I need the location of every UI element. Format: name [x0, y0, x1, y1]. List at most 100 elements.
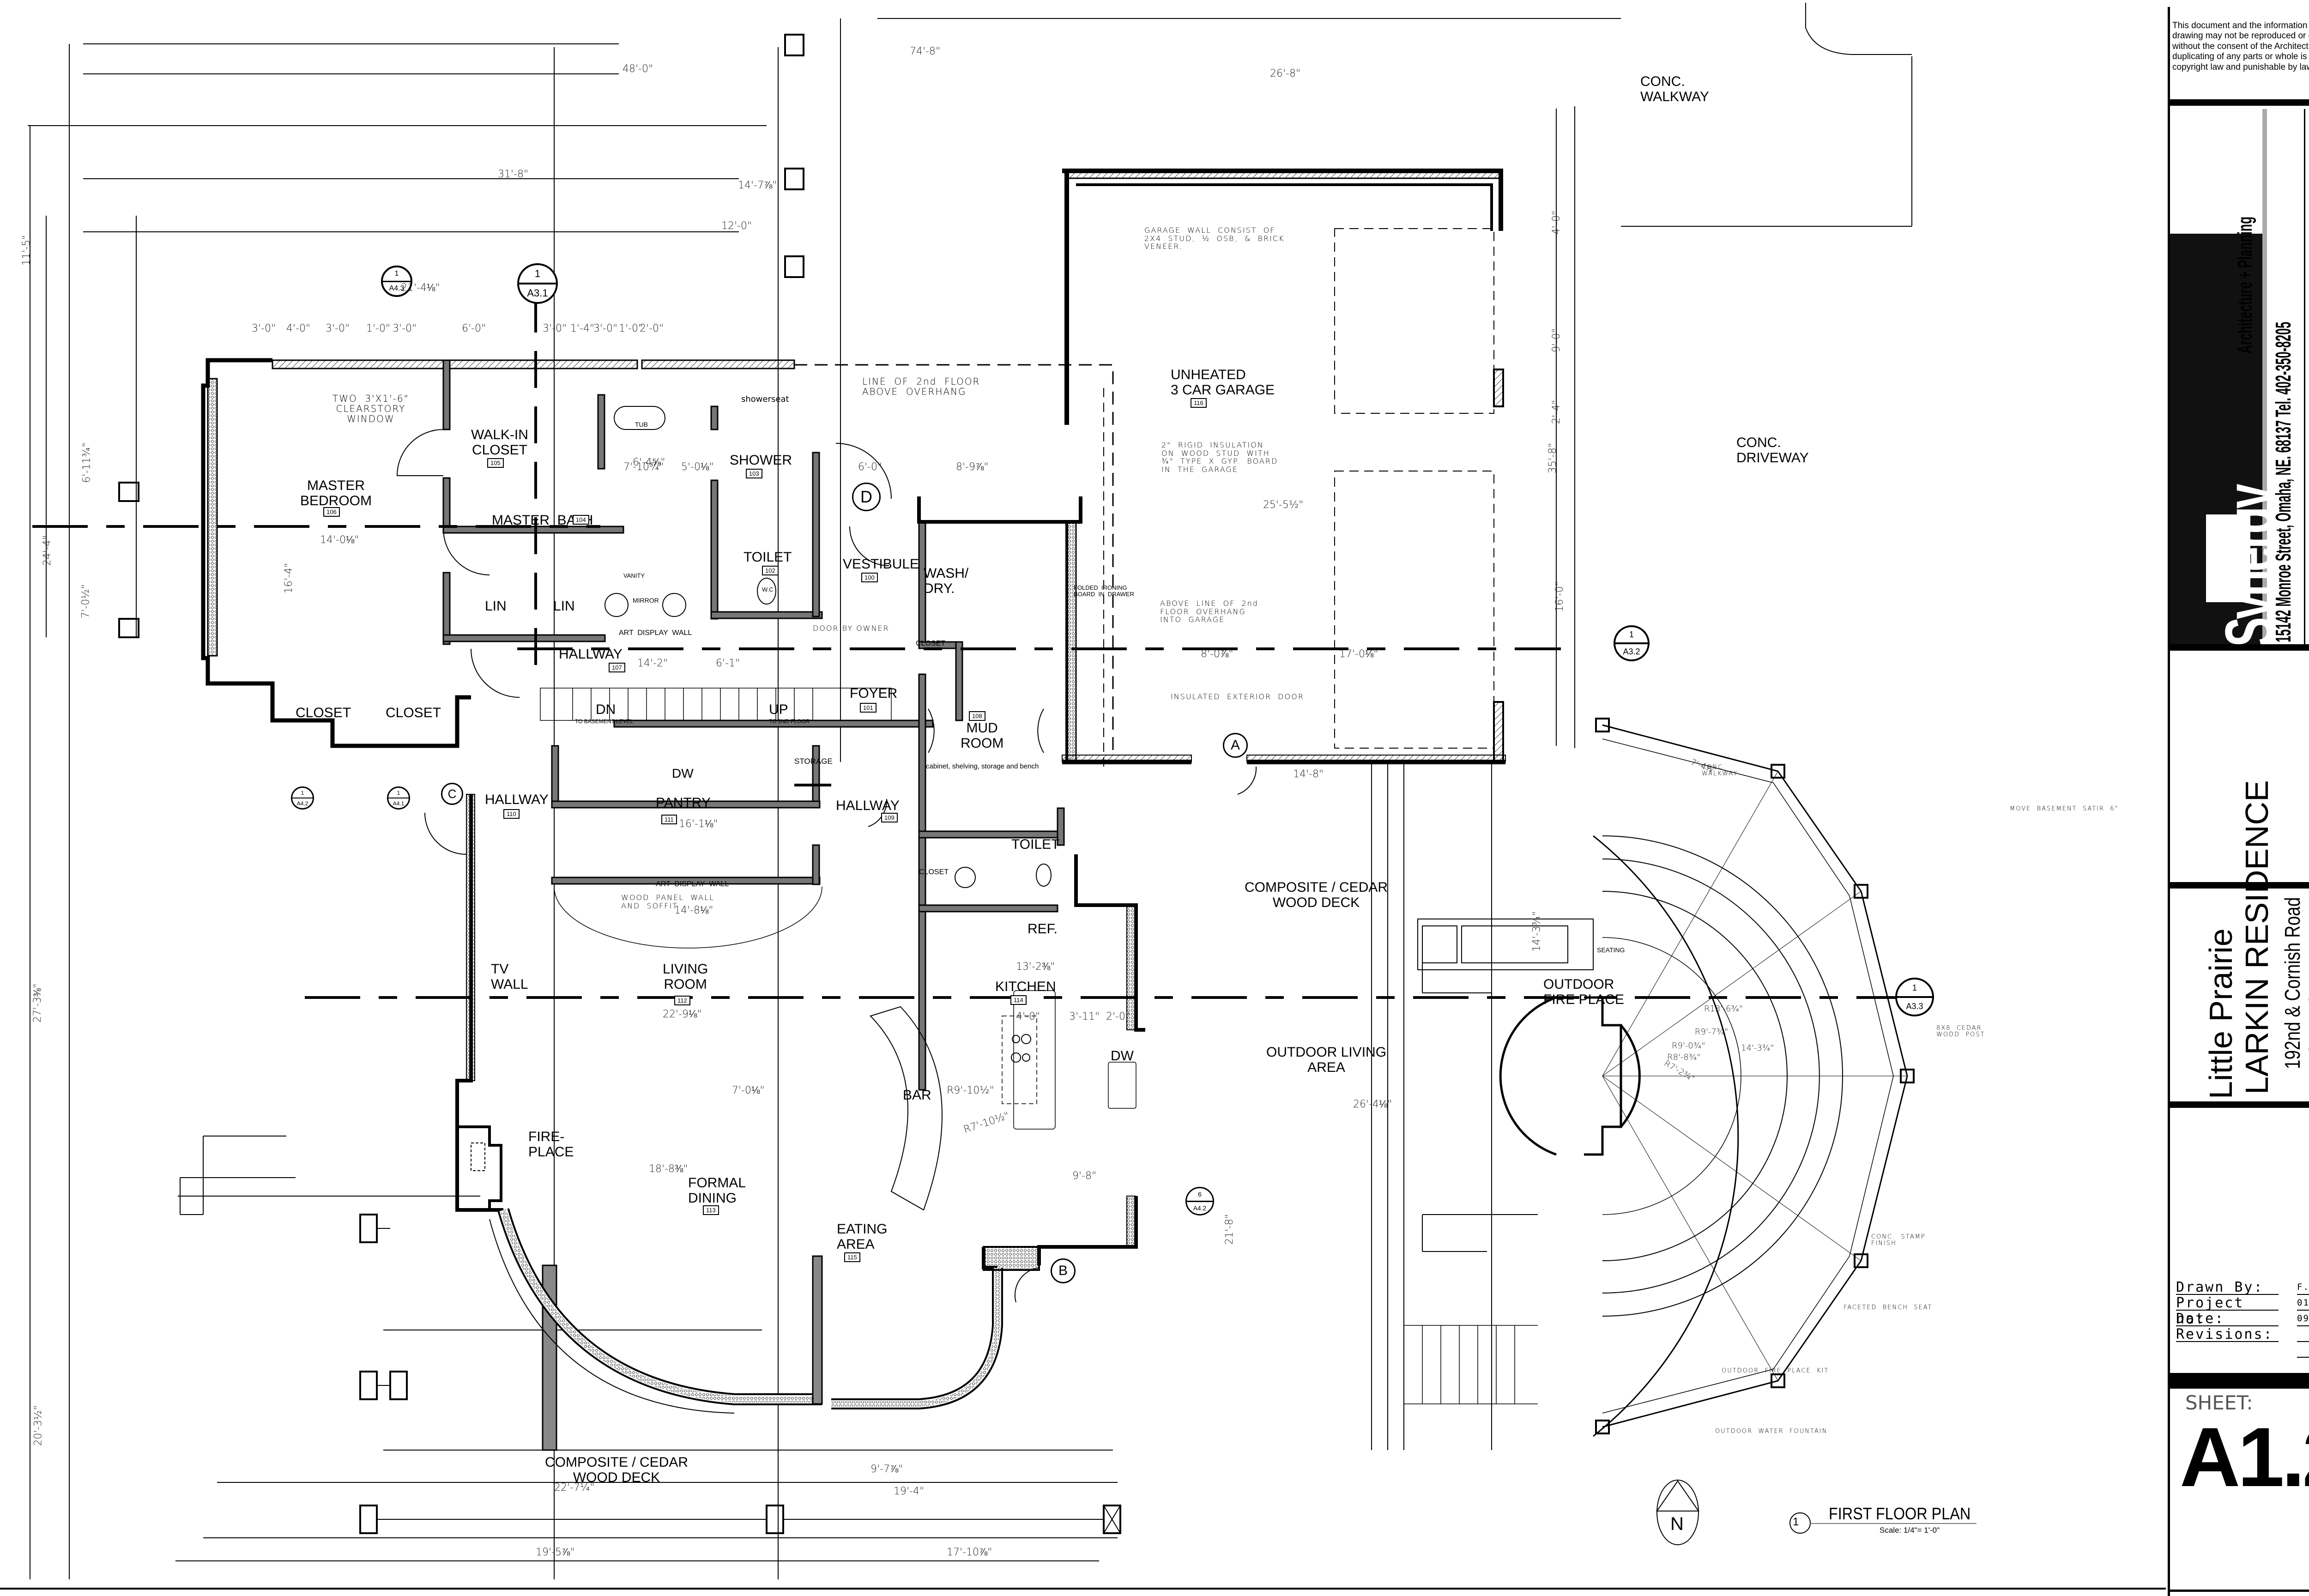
room-closet-1: CLOSET	[296, 705, 351, 720]
dim-left-24-4: 24'-4"	[41, 535, 53, 566]
section-mark-6-a4-2[interactable]: 6 A4.2	[1185, 1187, 1214, 1215]
revisions-row-blank	[2176, 1342, 2309, 1358]
detail-number: 1	[1793, 1516, 1799, 1528]
dim-fireplace-r13-6: R13'-6¾"	[1704, 1004, 1743, 1014]
overhang-into-garage-note: ABOVE LINE OF 2nd FLOOR OVERHANG INTO GA…	[1160, 599, 1259, 624]
room-number-108: 108	[969, 711, 985, 721]
clearstory-window-note: TWO 3'X1'-6" CLEARSTORY WINDOW	[332, 393, 409, 424]
project-name: LARKIN RESIDENCE	[2239, 780, 2275, 1094]
drawing-title: FIRST FLOOR PLAN	[1829, 1504, 1971, 1523]
door-tag-b: B	[1051, 1258, 1076, 1283]
section-mark-a3-1[interactable]: 1 A3.1	[517, 263, 558, 304]
room-hallway-109: HALLWAY	[836, 798, 900, 813]
dim-interior-8-9: 8'-9⅞"	[956, 461, 989, 473]
revisions-label: Revisions:	[2176, 1326, 2279, 1342]
dim-master-2-0: 2'-0"	[640, 323, 664, 334]
section-mark-1-a4-1[interactable]: 1 A4.1	[387, 786, 410, 810]
client-divider-line	[2304, 109, 2305, 645]
dim-master-1-0b: 1'-0"	[619, 323, 643, 334]
dim-deck-14-3: 14'-3¾"	[1531, 911, 1543, 952]
dim-overall-31-8: 31'-8"	[498, 169, 529, 180]
dim-interior-r9-10: R9'-10½"	[947, 1085, 994, 1096]
divider-bar	[2168, 1373, 2309, 1389]
divider-bar	[2168, 882, 2309, 889]
room-living-room: LIVING ROOM	[663, 961, 708, 992]
dim-left-20-3: 20'-3½"	[32, 1405, 44, 1446]
folded-board-note: FOLDED IRONING BOARD IN DRAWER	[1074, 584, 1134, 598]
section-mark-num: 1	[383, 267, 411, 282]
room-number-112: 112	[674, 996, 690, 1005]
dim-interior-4-0: 4'-0"	[1016, 1011, 1040, 1022]
dim-overall-74-8: 74'-8"	[910, 46, 941, 57]
room-conc-driveway: CONC. DRIVEWAY	[1736, 435, 1809, 466]
dim-fireplace-r9-7: R9'-7¾"	[1695, 1027, 1729, 1037]
room-vestibule: VESTIBULE	[843, 556, 919, 572]
section-mark-a3-2[interactable]: 1 A3.2	[1614, 625, 1650, 661]
section-mark-num: 1	[1897, 979, 1932, 998]
door-tag-a: A	[1223, 733, 1248, 758]
revisions-row: Revisions:	[2176, 1326, 2309, 1342]
section-mark-a3-3[interactable]: 1 A3.3	[1895, 978, 1934, 1016]
conc-walkway-note: CONC. WALKWAY	[1702, 764, 1738, 778]
storage-label: STORAGE	[794, 757, 833, 766]
dim-interior-22-9: 22'-9⅛"	[663, 1009, 702, 1020]
copyright-disclaimer: This document and the information contai…	[2172, 21, 2309, 72]
room-closet-2: CLOSET	[386, 705, 441, 720]
room-linen-2: LIN	[553, 598, 575, 614]
second-floor-line-note: LINE OF 2nd FLOOR ABOVE OVERHANG	[862, 376, 980, 397]
room-number-101: 101	[860, 703, 876, 713]
dim-left-27-3: 27'-3⅜"	[32, 983, 44, 1023]
sheet-number: A1.2	[2180, 1410, 2309, 1504]
outdoor-water-fountain-note: OUTDOOR WATER FOUNTAIN	[1715, 1428, 1828, 1435]
dim-overall-14-7: 14'-7⅞"	[738, 180, 777, 191]
dim-master-1-0: 1'-0"	[366, 323, 391, 334]
dim-deck-14-8: 14'-8"	[1293, 768, 1324, 780]
date-label: Date:	[2176, 1311, 2279, 1327]
section-mark-sheet: A3.1	[527, 287, 548, 299]
room-number-106: 106	[323, 507, 340, 517]
room-deck-east: COMPOSITE / CEDAR WOOD DECK	[1245, 880, 1388, 910]
dim-interior-7-0: 7'-0⅛"	[732, 1085, 765, 1096]
room-hallway-110: HALLWAY	[485, 792, 549, 807]
kitchen-dw-label: DW	[1111, 1048, 1134, 1064]
move-basement-stair-note: MOVE BASEMENT SATIR 6"	[2010, 805, 2119, 812]
section-mark-sheet: A4.1	[393, 800, 405, 807]
dim-garage-17-0: 17'-0⅛"	[1339, 648, 1378, 660]
room-garage: UNHEATED 3 CAR GARAGE	[1171, 367, 1275, 398]
dim-master-3-0d: 3'-0"	[543, 323, 567, 334]
section-mark-sheet: A4.2	[1193, 1204, 1207, 1212]
section-mark-num: 1	[292, 788, 313, 798]
room-toilet: TOILET	[1011, 837, 1060, 852]
dim-overall-48-0: 48'-0"	[623, 63, 653, 75]
foyer-closet-label: CLOSET	[916, 640, 946, 647]
sheet-label: SHEET:	[2185, 1391, 2253, 1414]
mudroom-bench-label: cabinet, shelving, storage and bench	[926, 762, 1039, 770]
revisions-blank-line	[2297, 1345, 2309, 1358]
room-foyer: FOYER	[850, 686, 898, 701]
stairs-up-label: UP	[769, 702, 788, 717]
room-fireplace: FIRE- PLACE	[528, 1129, 574, 1160]
section-mark-a4-3[interactable]: 1 A4.3	[381, 266, 412, 297]
room-toilet-102: TOILET	[743, 550, 792, 565]
room-wash-dry: WASH/ DRY.	[924, 566, 969, 596]
faceted-bench-seat-note: FACETED BENCH SEAT	[1844, 1304, 1933, 1311]
project-no-row: Project no: 015-2011	[2176, 1295, 2309, 1327]
north-arrow-icon: N	[1670, 1514, 1684, 1534]
project-subdivision: Little Prairie	[2203, 928, 2239, 1099]
dim-garage-2-4: 2'-4"	[1550, 400, 1562, 424]
wood-panel-wall-note: WOOD PANEL WALL AND SOFFIT	[621, 893, 714, 910]
stairs-down-note: TO BASEMENT LEVEL	[575, 718, 634, 725]
dim-master-3-0c: 3'-0"	[393, 323, 417, 334]
stairs-up-note: TO 2ND FLOOR	[769, 718, 810, 725]
outdoor-fire-place-kit-note: OUTDOOR FIRE PLACE KIT	[1722, 1367, 1829, 1374]
section-mark-num: 6	[1187, 1188, 1213, 1202]
rigid-insulation-note: 2" RIGID INSULATION ON WOOD STUD WITH ¾"…	[1161, 441, 1278, 474]
section-mark-1-a4-2[interactable]: 1 A4.2	[291, 786, 314, 810]
dim-deck-21-8: 21'-8"	[1223, 1214, 1235, 1245]
dim-interior-13-2: 13'-2⅜"	[1016, 961, 1055, 973]
room-number-104: 104	[573, 515, 589, 525]
dim-bottom-19-5: 19'-5⅞"	[536, 1547, 575, 1558]
room-number-115: 115	[844, 1252, 860, 1262]
pantry-dw-label: DW	[672, 766, 694, 780]
firm-tagline: Architecture + Planning	[2234, 216, 2256, 354]
